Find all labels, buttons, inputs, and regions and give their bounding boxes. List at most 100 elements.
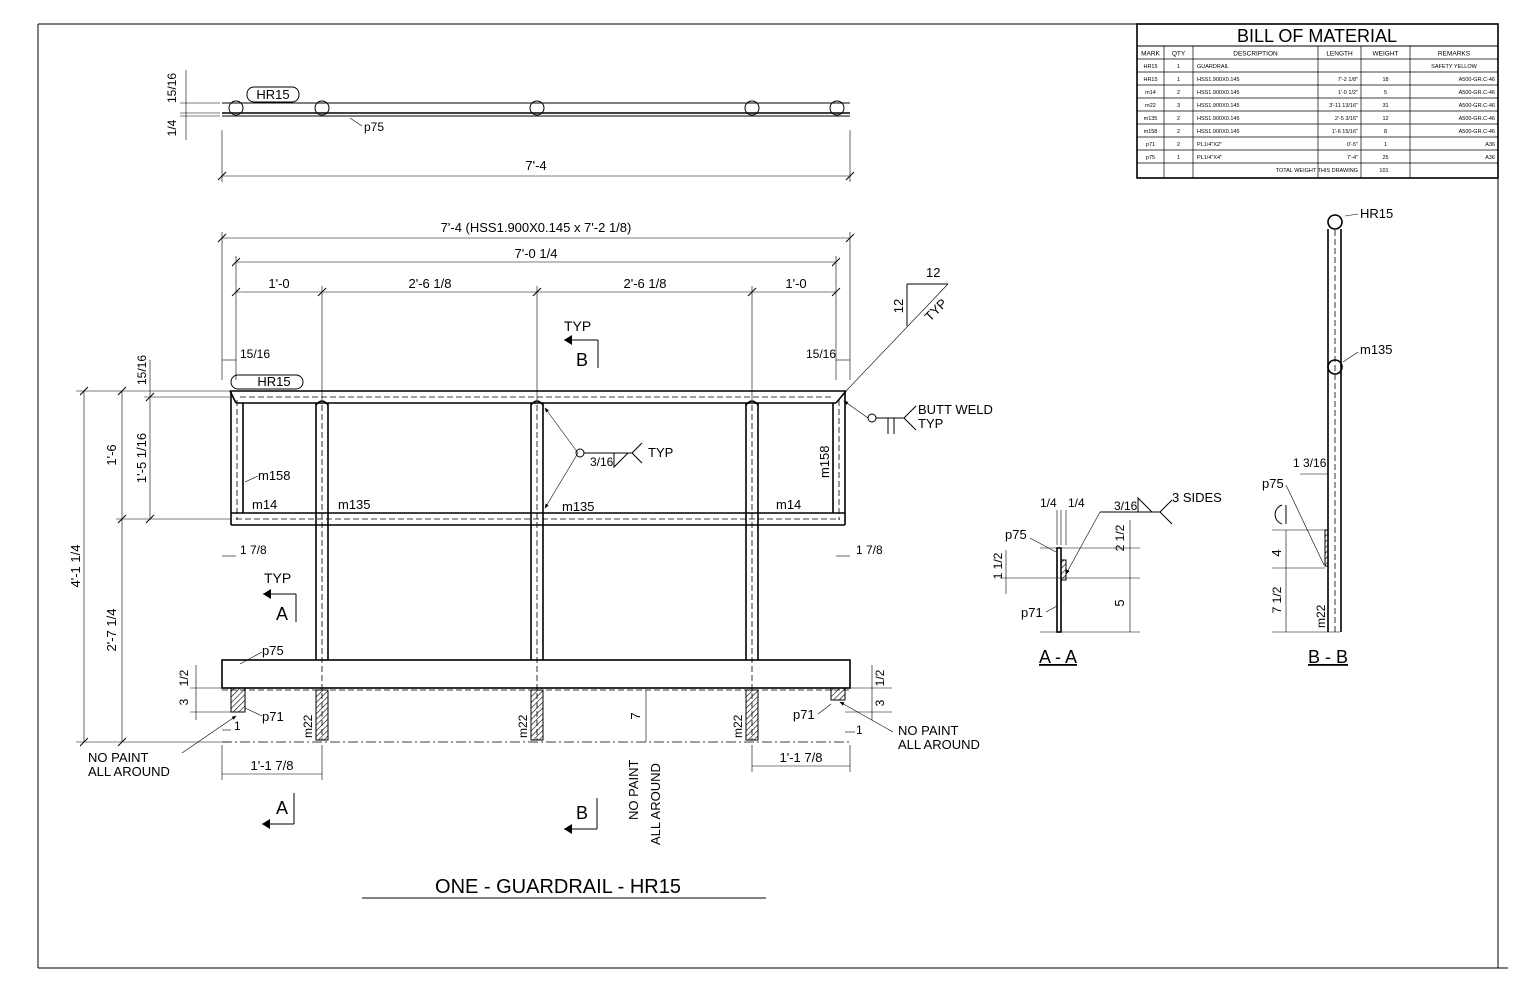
bb-d7: 7 1/2 [1270, 586, 1284, 613]
bom-cell: m14 [1145, 90, 1156, 96]
plan-p75-label: p75 [364, 120, 384, 134]
slope-run: 12 [926, 265, 940, 280]
plan-dim-15-16: 15/16 [165, 73, 179, 103]
bom-cell: p71 [1146, 142, 1155, 148]
bb-d4: 4 [1269, 549, 1284, 556]
bom-header-weight: WEIGHT [1373, 51, 1399, 58]
dim-h-lower: 2'-7 1/4 [104, 609, 119, 652]
dim-span-1: 1'-0 [268, 276, 289, 291]
label-m22-c: m22 [731, 714, 745, 738]
bom-cell: PL1/4"X2" [1197, 142, 1222, 148]
bom-cell: HR15 [1143, 77, 1157, 83]
bom-cell: 1 [1177, 155, 1180, 161]
bom-cell: HSS1.900X0.145 [1197, 90, 1240, 96]
bom-header-remarks: REMARKS [1438, 51, 1471, 58]
post-2 [530, 400, 544, 740]
aa-p71: p71 [1021, 605, 1043, 620]
dim-span-3: 2'-6 1/8 [624, 276, 667, 291]
aa-weld-size: 3/16 [1114, 499, 1138, 513]
dim-span-2: 2'-6 1/8 [409, 276, 452, 291]
bb-d-top: 1 3/16 [1293, 456, 1327, 470]
bom-header-mark: MARK [1141, 51, 1160, 58]
drawing-title: ONE - GUARDRAIL - HR15 [435, 876, 681, 898]
no-paint-right-2: ALL AROUND [898, 737, 980, 752]
bom-header-length: LENGTH [1326, 51, 1353, 58]
bom-cell: 2 [1177, 129, 1180, 135]
aa-v2: 2 1/2 [1113, 524, 1127, 551]
post-3 [745, 400, 759, 740]
bom-cell: HSS1.900X0.145 [1197, 103, 1240, 109]
label-m14-right: m14 [776, 497, 801, 512]
plan-hr15-tag: HR15 [256, 87, 289, 102]
aa-v1: 1 1/2 [991, 552, 1005, 579]
bom-cell: m22 [1145, 103, 1156, 109]
bom-cell: HR15 [1143, 64, 1157, 70]
no-paint-left-2: ALL AROUND [88, 764, 170, 779]
aa-d1: 1/4 [1040, 496, 1057, 510]
section-marker-b-top: TYP B [564, 318, 599, 370]
bom-cell: SAFETY YELLOW [1431, 64, 1477, 70]
bom-header-qty: QTY [1172, 51, 1186, 58]
label-p71-left: p71 [262, 709, 284, 724]
dim-span-4: 1'-0 [785, 276, 806, 291]
bom-cell: A500-GR.C-46 [1459, 90, 1495, 96]
bom-cell: A500-GR.C-46 [1459, 129, 1495, 135]
label-m22-b: m22 [516, 714, 530, 738]
label-m22-a: m22 [301, 714, 315, 738]
bom-cell: PL1/4"X4" [1197, 155, 1222, 161]
bom-cell: 7'-2 1/8" [1338, 77, 1358, 83]
bom-cell: 2 [1177, 116, 1180, 122]
bom-cell: 12 [1382, 116, 1388, 122]
dim-overall-inner: 7'-0 1/4 [515, 246, 558, 261]
bb-m22: m22 [1314, 604, 1328, 628]
sheet-border [37, 23, 1508, 969]
drawing-title-block: ONE - GUARDRAIL - HR15 [362, 876, 766, 899]
label-p75: p75 [262, 643, 284, 658]
aa-p75: p75 [1005, 527, 1027, 542]
weld-typ: TYP [648, 445, 673, 460]
label-m135-right: m135 [562, 499, 595, 514]
no-paint-right-1: NO PAINT [898, 723, 958, 738]
label-m14-left: m14 [252, 497, 277, 512]
bom-title: BILL OF MATERIAL [1237, 26, 1397, 46]
label-m158-right: m158 [817, 445, 832, 478]
elevation-view: 7'-4 (HSS1.900X0.145 x 7'-2 1/8) 7'-0 1/… [68, 220, 993, 845]
plan-dim-1-4: 1/4 [165, 119, 179, 136]
dim-left-offset: 15/16 [240, 347, 270, 361]
bom-cell: HSS1.900X0.145 [1197, 129, 1240, 135]
aa-d2: 1/4 [1068, 496, 1085, 510]
section-a-letter-bottom: A [276, 798, 288, 818]
bom-grid [1137, 45, 1498, 178]
bom-cell: 3'-11 13/16" [1329, 103, 1358, 109]
slope-typ: TYP [922, 296, 950, 324]
dim-1-7-8-right: 1 7/8 [856, 543, 883, 557]
label-m135-left: m135 [338, 497, 371, 512]
no-paint-mid-1: NO PAINT [626, 760, 641, 820]
bom-cell: 2 [1177, 142, 1180, 148]
bom-cell: m158 [1144, 129, 1158, 135]
dim-bottom-right: 1'-1 7/8 [780, 750, 823, 765]
bom-cell: 1 [1177, 77, 1180, 83]
dim-7: 7 [628, 712, 643, 719]
bom-cell: 8 [1384, 129, 1387, 135]
bom-cell: 31 [1382, 103, 1388, 109]
bb-title: B - B [1308, 647, 1348, 667]
section-a-letter-top: A [276, 604, 288, 624]
bom-cell: 1'-6 15/16" [1332, 129, 1358, 135]
dim-3-left: 3 [177, 698, 191, 705]
dim-half-right: 1/2 [873, 669, 887, 686]
section-a-a: 2 1/2 5 1 1/2 1/4 1/4 3/16 3 SIDES p75 p… [991, 490, 1222, 667]
bom-cell: HSS1.900X0.145 [1197, 116, 1240, 122]
section-b-letter-top: B [576, 350, 588, 370]
no-paint-left-1: NO PAINT [88, 750, 148, 765]
bom-cell: A36 [1485, 155, 1495, 161]
aa-title: A - A [1039, 647, 1077, 667]
section-a-typ: TYP [264, 570, 291, 586]
bom-cell: 5 [1384, 90, 1387, 96]
section-b-b: HR15 m135 1 3/16 p75 4 7 1/2 m22 B - B [1262, 206, 1393, 667]
bom-cell: m135 [1144, 116, 1158, 122]
label-m158-left: m158 [258, 468, 291, 483]
dim-bottom-left: 1'-1 7/8 [251, 758, 294, 773]
